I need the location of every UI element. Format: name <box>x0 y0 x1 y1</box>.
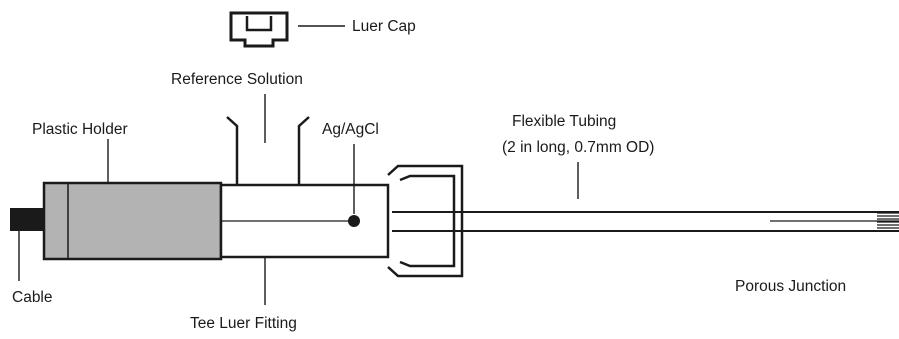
plastic-holder-label: Plastic Holder <box>32 121 128 138</box>
tee-luer-fitting-label: Tee Luer Fitting <box>190 315 297 332</box>
luer-nut-outer <box>387 164 464 278</box>
luer-nut-inner <box>399 174 456 268</box>
flexible-tubing-label: Flexible Tubing <box>512 113 616 130</box>
luer-cap <box>229 11 289 48</box>
porous-junction-tip <box>877 212 899 229</box>
flexible-tubing-spec-label: (2 in long, 0.7mm OD) <box>502 139 654 156</box>
ag-agcl-label: Ag/AgCl <box>322 121 379 138</box>
plastic-holder-body <box>42 181 223 261</box>
luer-cap-label: Luer Cap <box>352 18 416 35</box>
tee-right-arm <box>297 116 310 184</box>
tee-left-arm <box>226 116 239 184</box>
tee-arms <box>226 116 310 184</box>
plastic-holder <box>42 181 223 261</box>
reference-solution-label: Reference Solution <box>171 71 303 88</box>
luer-nut <box>387 164 464 278</box>
luer-cap-body <box>229 11 289 48</box>
cable-label: Cable <box>12 289 53 306</box>
porous-junction-label: Porous Junction <box>735 278 846 295</box>
luer-cap-inner <box>245 16 273 32</box>
ag-agcl-bead <box>348 215 360 227</box>
cable-stub <box>10 208 43 231</box>
flexible-tubing <box>392 211 899 232</box>
